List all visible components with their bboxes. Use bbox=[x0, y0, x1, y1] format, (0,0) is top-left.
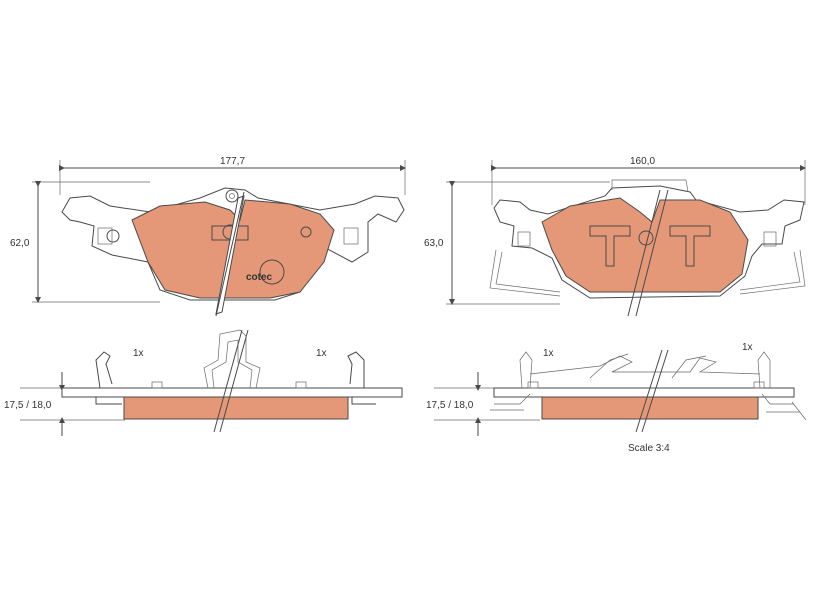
left-pad-side-view: 1x 1x 17,5 / 18,0 bbox=[4, 329, 403, 436]
left-side-friction-pad bbox=[123, 396, 349, 420]
right-pad-side-view: 1x 1x 17,5 / 18,0 Scale 3:4 bbox=[426, 342, 807, 454]
left-pad-front-view: 177,7 62,0 cotec bbox=[10, 156, 406, 317]
left-thickness-dimension: 17,5 / 18,0 bbox=[4, 400, 52, 411]
right-pad-front-view: 160,0 63,0 bbox=[424, 156, 806, 317]
cotec-logo-text: cotec bbox=[246, 272, 273, 283]
right-width-dimension: 160,0 bbox=[630, 156, 655, 167]
left-qty-label-b: 1x bbox=[316, 348, 327, 359]
right-height-dimension: 63,0 bbox=[424, 238, 444, 249]
right-qty-label-a: 1x bbox=[543, 348, 554, 359]
right-thickness-dimension: 17,5 / 18,0 bbox=[426, 400, 474, 411]
right-qty-label-b: 1x bbox=[742, 342, 753, 353]
left-qty-label-a: 1x bbox=[133, 348, 144, 359]
left-width-dimension: 177,7 bbox=[220, 156, 245, 167]
scale-label: Scale 3:4 bbox=[628, 443, 670, 454]
left-height-dimension: 62,0 bbox=[10, 238, 30, 249]
